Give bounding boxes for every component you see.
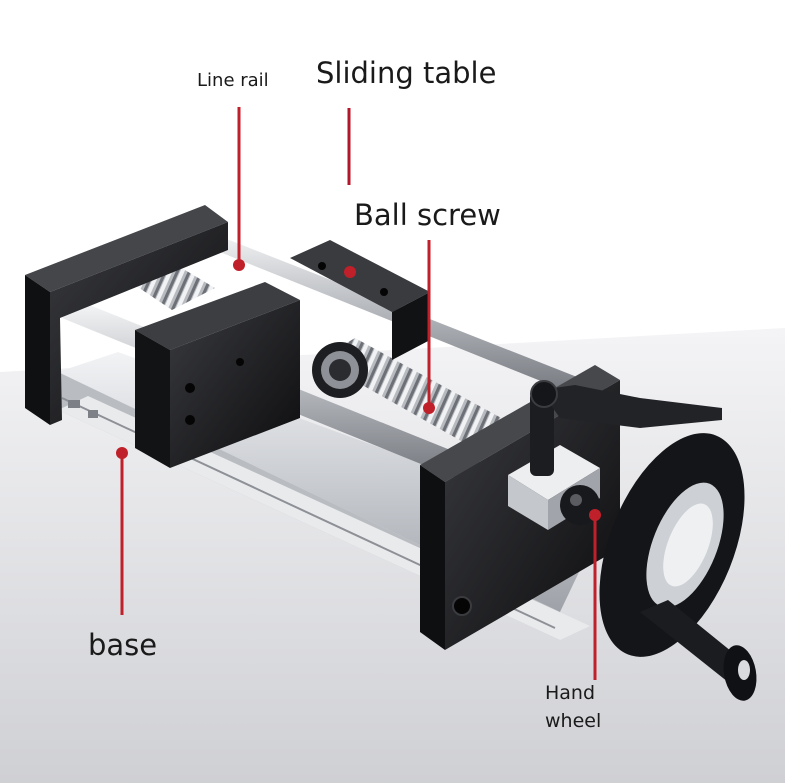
back-end-plate [25,205,228,425]
label-hand-wheel: Hand wheel [545,680,625,735]
label-ball-screw: Ball screw [354,198,501,232]
dot-table [344,266,356,278]
label-hand-wheel-line2: wheel [545,709,602,732]
dot-hand-wheel [589,509,601,521]
label-sliding-table: Sliding table [316,56,497,90]
label-hand-wheel-line1: Hand [545,682,596,704]
dot-base [116,447,128,459]
label-line-rail: Line rail [197,70,269,91]
sliding-table-block [135,240,430,468]
dot-ball-screw [423,402,435,414]
hand-wheel [560,433,757,701]
dot-line-rail [233,259,245,271]
label-base: base [88,628,158,662]
callout-leaders [116,107,601,680]
